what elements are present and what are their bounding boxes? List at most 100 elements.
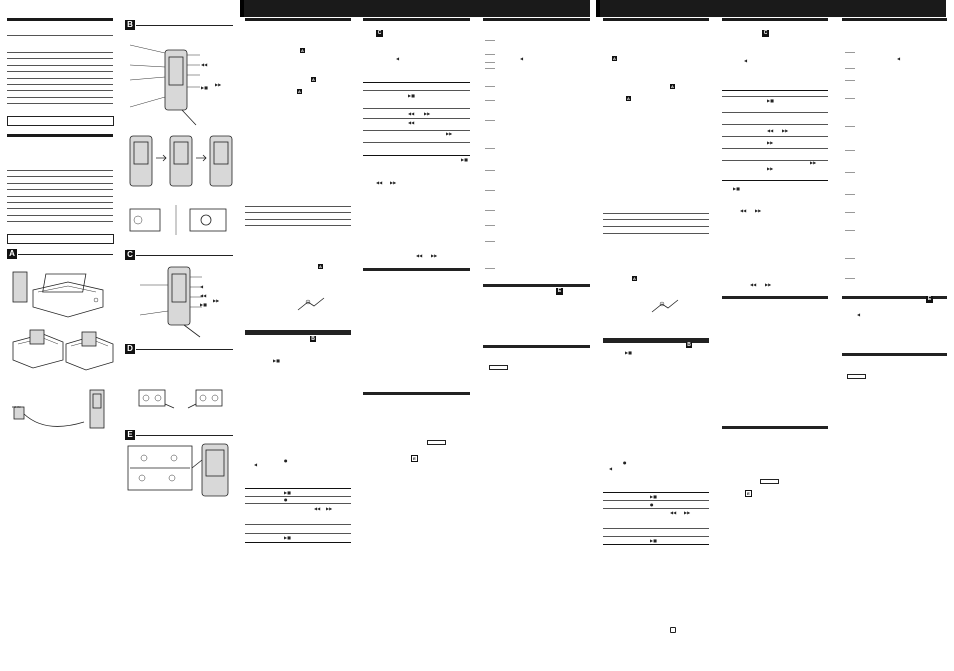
mark-left-tri: ◀ [396, 56, 400, 61]
col4-header-rule [363, 18, 470, 21]
ref-a: A [297, 89, 302, 94]
ref-e: E [745, 490, 752, 497]
mark-left-tri: ◀ [254, 462, 258, 467]
ref-e: E [926, 296, 933, 303]
mark-left-tri: ◀ [200, 284, 204, 289]
figure-label-b: B [125, 20, 135, 30]
list-item [485, 120, 495, 121]
mark-rewind: ◀◀ [201, 62, 208, 67]
table-row [7, 202, 113, 203]
table-row [7, 103, 113, 104]
list-item [845, 230, 855, 231]
table-row [722, 148, 828, 149]
top-band-left [240, 0, 590, 17]
list-item [845, 98, 855, 99]
mark-rewind: ◀◀ [670, 510, 677, 515]
ref-a: A [626, 96, 631, 101]
ref-a: A [318, 264, 323, 269]
list-item [485, 62, 495, 63]
col5-header-rule [483, 18, 590, 21]
mark-rewind: ◀◀ [376, 180, 383, 185]
col1-section-rule [7, 134, 113, 137]
mark-ffwd: ▶▶ [446, 131, 453, 136]
mark-play-stop: ▶■ [767, 98, 774, 103]
col8-header-rule [842, 18, 947, 21]
table-row [722, 180, 828, 181]
list-item [485, 54, 495, 55]
ref-e: E [411, 455, 418, 462]
mark-play-stop: ▶■ [284, 535, 291, 540]
table-row [363, 142, 470, 143]
table-row [7, 215, 113, 216]
list-item [845, 80, 855, 81]
ref-a: A [612, 56, 617, 61]
col1-header-rule [7, 18, 113, 21]
adapter-icon [297, 297, 325, 311]
mark-ffwd: ▶▶ [213, 298, 220, 303]
table-row [245, 542, 351, 543]
mark-play-stop: ▶■ [625, 350, 632, 355]
mark-play-stop: ▶■ [408, 93, 415, 98]
mark-ffwd: ▶▶ [765, 282, 772, 287]
table-row [363, 130, 470, 131]
mark-play-stop: ▶■ [461, 157, 468, 162]
mark-rewind: ◀◀ [416, 253, 423, 258]
table-row [7, 84, 113, 85]
list-item [845, 212, 855, 213]
table-row [7, 71, 113, 72]
mark-ffwd: ▶▶ [684, 510, 691, 515]
mark-left-tri: ◀ [744, 58, 748, 63]
device-diagram-icon [139, 266, 202, 338]
mark-ffwd: ▶▶ [767, 166, 774, 171]
device-diagram-icon [129, 135, 233, 187]
table-row [363, 118, 470, 119]
mark-rewind: ◀◀ [750, 282, 757, 287]
ref-b: B [310, 336, 316, 342]
logo-box [427, 440, 446, 445]
table-row [245, 524, 351, 525]
section-bar [483, 345, 590, 348]
section-bar [722, 426, 828, 429]
fig-a-rule [18, 254, 113, 255]
table-row [7, 97, 113, 98]
ref-a: A [670, 84, 675, 89]
mark-ffwd: ▶▶ [326, 506, 333, 511]
table-row [7, 208, 113, 209]
table-row [245, 225, 351, 226]
band-edge-right [596, 0, 600, 17]
device-diagram-icon [129, 44, 200, 126]
list-item [485, 170, 495, 171]
mark-play-stop: ▶■ [284, 490, 291, 495]
table-row [722, 90, 828, 91]
logo-box [489, 365, 508, 370]
table-row [722, 112, 828, 113]
cassette-icon [138, 389, 223, 409]
table-row [363, 90, 470, 91]
note-box [7, 234, 114, 244]
list-item [845, 150, 855, 151]
table-row [7, 58, 113, 59]
ref-b: B [686, 342, 692, 348]
device-diagram-icon [127, 443, 229, 497]
mark-rewind: ◀◀ [200, 293, 207, 298]
section-bar [363, 268, 470, 271]
battery-icon [129, 205, 227, 235]
list-item [485, 148, 495, 149]
table-row [722, 96, 828, 97]
list-item [845, 278, 855, 279]
table-row [7, 196, 113, 197]
list-item [485, 68, 495, 69]
table-row [7, 189, 113, 190]
list-item [485, 100, 495, 101]
table-row [245, 488, 351, 489]
fig-c-rule [136, 255, 233, 256]
mark-play-stop: ▶■ [733, 186, 740, 191]
table-row [603, 508, 709, 509]
section-bar [483, 284, 590, 287]
mark-left-tri: ◀ [520, 56, 524, 61]
table-row [363, 108, 470, 109]
band-edge-left [240, 0, 244, 17]
table-row [603, 219, 709, 220]
section-bar [722, 296, 828, 299]
mark-record: ● [284, 458, 288, 463]
